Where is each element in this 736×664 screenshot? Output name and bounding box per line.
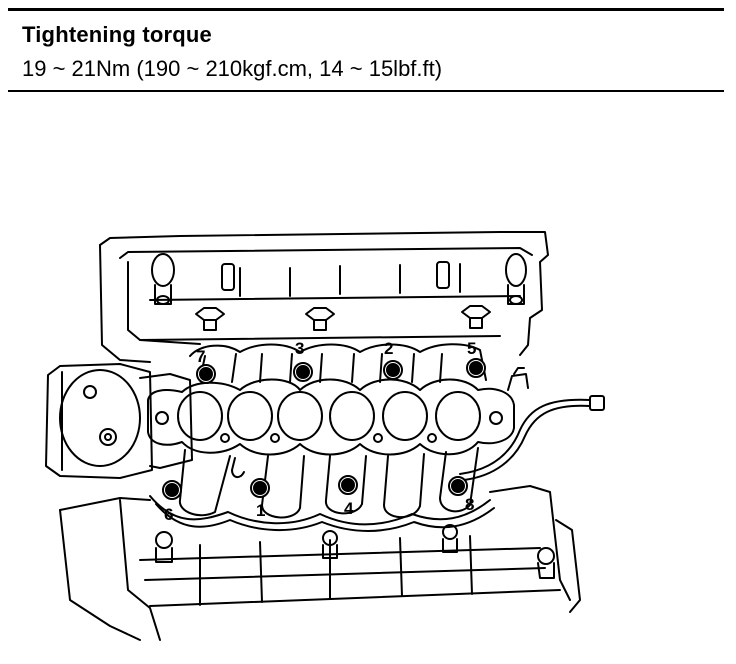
- bolt-label-7: 7: [196, 347, 205, 366]
- bolt-sequence-labels: 7 3 2 5 6 1 4 8: [164, 339, 476, 524]
- bolt-5: [466, 358, 486, 378]
- torque-spec: 19 ~ 21Nm (190 ~ 210kgf.cm, 14 ~ 15lbf.f…: [22, 56, 443, 81]
- bolt-label-8: 8: [465, 495, 474, 514]
- torque-title: Tightening torque: [22, 22, 212, 47]
- manifold-upper-runners: [189, 343, 487, 383]
- bolt-label-1: 1: [256, 501, 265, 520]
- bolt-7: [196, 364, 216, 384]
- bolt-label-3: 3: [295, 339, 304, 358]
- bolt-8: [448, 476, 468, 496]
- front-pulley: [45, 363, 193, 479]
- header-top-rule: [8, 8, 724, 11]
- bolt-label-6: 6: [164, 505, 173, 524]
- manifold-flange: [147, 378, 515, 456]
- bolt-3: [293, 362, 313, 382]
- bolt-label-4: 4: [344, 499, 354, 518]
- manifold-gasket: [149, 495, 495, 532]
- engine-block: [59, 485, 581, 641]
- bolt-2: [383, 360, 403, 380]
- manifold-bolts: [162, 358, 486, 500]
- cylinder-head: [99, 231, 549, 363]
- bolt-label-2: 2: [384, 339, 393, 358]
- bolt-4: [338, 475, 358, 495]
- bolt-1: [250, 478, 270, 498]
- bolt-label-5: 5: [467, 339, 476, 358]
- header-bottom-rule: [8, 90, 724, 92]
- torque-header: Tightening torque 19 ~ 21Nm (190 ~ 210kg…: [0, 0, 736, 100]
- sensor-harness: [459, 367, 605, 481]
- bolt-6: [162, 480, 182, 500]
- manifold-lower-runners: [178, 447, 479, 519]
